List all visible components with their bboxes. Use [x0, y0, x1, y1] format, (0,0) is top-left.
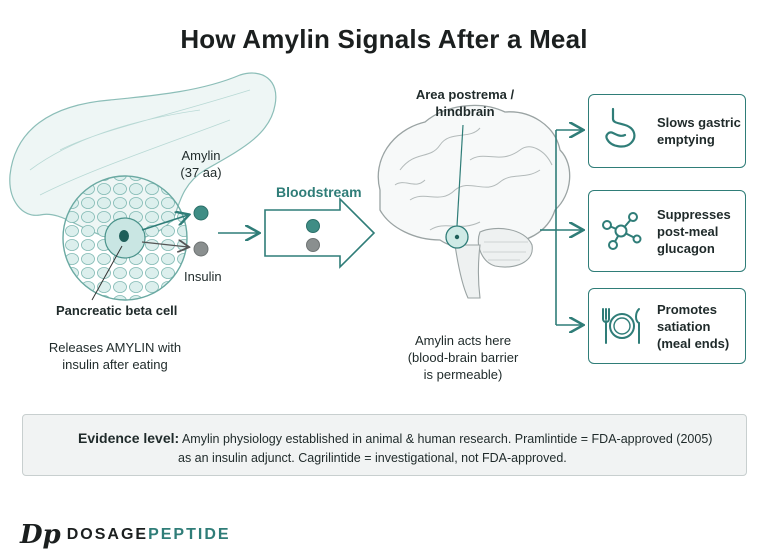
brain-illustration [377, 104, 571, 299]
brand-mark: Dp [20, 520, 61, 550]
amylin-label-text: Amylin [181, 148, 221, 163]
effect-card-glucagon: Suppresses post-meal glucagon [588, 190, 746, 272]
effect-card-text: Suppresses post-meal glucagon [657, 206, 731, 256]
bloodstream-arrow [264, 197, 376, 269]
brain-region-line: hindbrain [435, 104, 495, 119]
amylin-sub-text: (37 aa) [180, 165, 222, 180]
brain-note-line: is permeable) [423, 367, 503, 382]
brain-note-line: (blood-brain barrier [407, 350, 519, 365]
amylin-label: Amylin (37 aa) [176, 147, 226, 181]
insulin-label: Insulin [184, 269, 222, 284]
amylin-dot [193, 205, 209, 221]
brain-region-label: Area postrema / hindbrain [400, 86, 530, 120]
molecule-icon [602, 212, 642, 250]
pancreas-description-line: Releases AMYLIN with [48, 340, 182, 355]
effect-card-text: Slows gastric emptying [657, 115, 741, 147]
beta-cell-cluster [62, 175, 188, 301]
evidence-label: Evidence level: [78, 430, 180, 446]
evidence-box: Evidence level: Amylin physiology establ… [22, 414, 747, 476]
beta-cell-label: Pancreatic beta cell [56, 303, 178, 318]
brand-word-2: PEPTIDE [148, 526, 231, 543]
brand-wordmark: DOSAGEPEPTIDE [67, 526, 231, 544]
effect-card-text: Promotes satiation (meal ends) [657, 301, 730, 351]
effect-card-gastric: Slows gastric emptying [588, 94, 746, 168]
effect-card-satiation: Promotes satiation (meal ends) [588, 288, 746, 364]
stomach-icon [605, 107, 636, 148]
brand-word-1: DOSAGE [66, 526, 149, 543]
brain-note-line: Amylin acts here [414, 333, 512, 348]
brain-region-line: Area postrema / [415, 87, 515, 102]
brain-note: Amylin acts here (blood-brain barrier is… [388, 332, 538, 383]
evidence-line-1: Evidence level: Amylin physiology establ… [78, 430, 712, 446]
plate-utensils-icon [602, 308, 640, 344]
pancreas-description-line: insulin after eating [62, 357, 168, 372]
page-title: How Amylin Signals After a Meal [180, 24, 588, 54]
brand-logo: Dp DOSAGEPEPTIDE [20, 520, 231, 550]
insulin-dot [193, 241, 209, 257]
pancreas-description: Releases AMYLIN with insulin after eatin… [30, 339, 200, 373]
evidence-line-2: as an insulin adjunct. Cagrilintide = in… [178, 451, 567, 465]
bloodstream-label: Bloodstream [276, 184, 362, 200]
evidence-text-1: Amylin physiology established in animal … [181, 432, 713, 446]
